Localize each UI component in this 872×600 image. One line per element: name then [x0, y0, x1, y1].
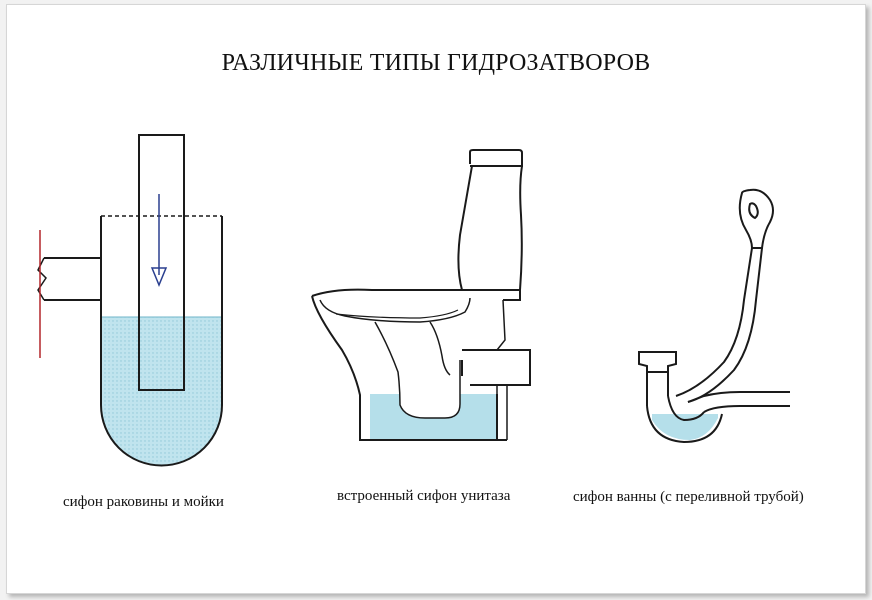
bath-siphon-figure: [638, 188, 790, 444]
toilet-bowl: [311, 288, 521, 441]
toilet-siphon-water: [370, 394, 497, 440]
sink-siphon-water: [101, 317, 222, 466]
flow-arrow-icon: [150, 267, 168, 287]
sink-siphon-caption: сифон раковины и мойки: [63, 494, 224, 510]
bath-siphon-caption: сифон ванны (с переливной трубой): [573, 489, 804, 505]
toilet-tank: [457, 149, 523, 291]
toilet-siphon-figure: [311, 149, 531, 441]
sink-siphon-outlet-pipe: [44, 257, 101, 301]
bath-siphon-outlet-pipe: [687, 391, 790, 413]
bath-overflow-head-icon: [738, 188, 774, 249]
diagram-card: [6, 4, 866, 594]
toilet-siphon-caption: встроенный сифон унитаза: [337, 488, 511, 504]
diagram-title: РАЗЛИЧНЫЕ ТИПЫ ГИДРОЗАТВОРОВ: [221, 50, 651, 76]
sink-siphon-figure: [37, 134, 223, 467]
bath-drain-head: [638, 351, 677, 406]
bath-overflow-pipe: [675, 247, 763, 403]
sink-siphon-inlet-pipe: [138, 134, 185, 391]
bath-siphon-trap: [646, 395, 723, 444]
sink-siphon-chamber: [100, 216, 223, 467]
bath-siphon-water: [652, 414, 718, 440]
